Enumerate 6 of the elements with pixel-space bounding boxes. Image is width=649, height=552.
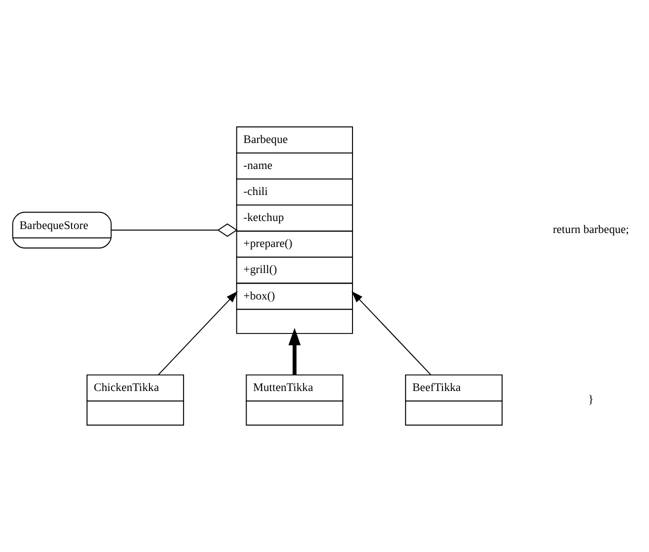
label: return barbeque;	[552, 223, 630, 236]
label: }	[588, 393, 594, 406]
arrow	[288, 328, 301, 375]
arrow	[158, 291, 238, 376]
connector	[110, 223, 238, 237]
arrow	[352, 291, 432, 376]
